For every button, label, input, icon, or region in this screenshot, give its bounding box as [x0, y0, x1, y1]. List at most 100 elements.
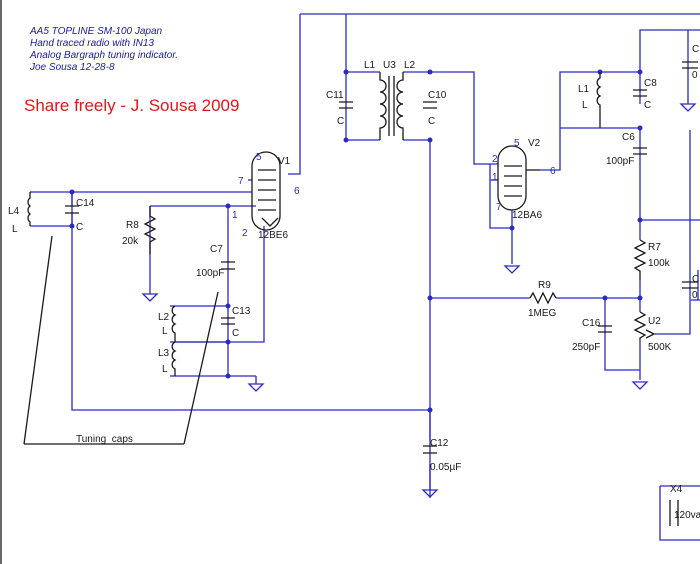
- pin-number: 1: [232, 210, 238, 221]
- pin-number: 6: [294, 186, 300, 197]
- pin-number: 5: [256, 152, 262, 163]
- pin-number: 2: [492, 154, 498, 165]
- pin-number: 5: [514, 138, 520, 149]
- value-label: L: [582, 100, 588, 111]
- junction-dot: [637, 69, 643, 75]
- value-label: 100k: [648, 258, 671, 269]
- capacitor-c16: [598, 325, 612, 333]
- pin-labels: 5 7 6 1 2 5 2 1 6 7: [232, 138, 556, 239]
- capacitor-c10: [423, 101, 437, 109]
- value-label: 100pF: [196, 268, 224, 279]
- edge-label: C: [692, 274, 699, 285]
- ref-label: C8: [644, 78, 657, 89]
- potentiometer-u2: [633, 311, 655, 340]
- ref-label: R8: [126, 220, 139, 231]
- ref-label: L2: [404, 60, 416, 71]
- transformer-x4: [669, 500, 679, 526]
- pin-number: 1: [492, 172, 498, 183]
- ref-label: C11: [326, 90, 344, 101]
- value-label: 12BE6: [258, 230, 288, 241]
- junction-dot: [637, 125, 643, 131]
- value-label: C: [644, 100, 651, 111]
- value-label: 20k: [122, 236, 139, 247]
- ref-label: C10: [428, 90, 447, 101]
- value-label: C: [76, 222, 83, 233]
- junction-dot: [427, 137, 433, 143]
- wires: [30, 13, 700, 541]
- junction-dot: [225, 373, 231, 379]
- ref-label: L4: [8, 206, 20, 217]
- ref-label: C14: [76, 198, 95, 209]
- edge-label: 0: [692, 290, 698, 301]
- ref-label: V1: [278, 156, 291, 167]
- junction-dot: [343, 69, 349, 75]
- value-label: 0.05µF: [430, 462, 461, 473]
- ground-icon: [421, 489, 439, 498]
- value-label: 120va: [674, 510, 700, 521]
- component-labels: L4 L C14 C R8 20k C7 100pF L2 L L3 L C13…: [8, 60, 700, 521]
- value-label: 500K: [648, 342, 672, 353]
- ref-label: C6: [622, 132, 635, 143]
- share-banner: Share freely - J. Sousa 2009: [24, 96, 240, 115]
- value-label: C: [428, 116, 435, 127]
- junction-dot: [427, 69, 433, 75]
- value-label: L: [12, 224, 18, 235]
- tube-v1: [251, 151, 281, 231]
- junction-dot: [343, 137, 349, 143]
- junction-dot: [225, 339, 231, 345]
- capacitor-c7: [221, 261, 235, 270]
- value-label: 1MEG: [528, 308, 557, 319]
- value-label: 250pF: [572, 342, 600, 353]
- edge-labels: C 0 C 0: [692, 44, 699, 301]
- junction-dot: [509, 225, 515, 231]
- inductor-l4: [27, 192, 32, 226]
- note-line: AA5 TOPLINE SM-100 Japan: [30, 26, 163, 37]
- note-line: Joe Sousa 12-28-8: [30, 62, 115, 73]
- ref-label: C7: [210, 244, 223, 255]
- inductor-l2: [171, 305, 177, 342]
- resistor-r7: [633, 239, 647, 280]
- resistor-r8: [143, 206, 157, 254]
- value-label: 12BA6: [512, 210, 542, 221]
- ref-label: C13: [232, 306, 251, 317]
- capacitor-c6: [633, 147, 647, 155]
- value-label: 100pF: [606, 156, 634, 167]
- ref-label: C12: [430, 438, 449, 449]
- capacitor-c14: [65, 192, 79, 226]
- value-label: C: [232, 328, 239, 339]
- junction-dot: [225, 203, 231, 209]
- ref-label: L1: [578, 84, 590, 95]
- net-label-tuning-caps: Tuning_caps: [76, 434, 133, 445]
- junction-dot: [637, 217, 643, 223]
- ref-label: U2: [648, 316, 661, 327]
- pin-number: 7: [238, 176, 244, 187]
- ground-icon: [679, 103, 697, 112]
- ref-label: L2: [158, 312, 170, 323]
- junction-dot: [602, 295, 608, 301]
- capacitor-right-edge: [682, 61, 698, 289]
- junction-dot: [427, 407, 433, 413]
- ref-label: C16: [582, 318, 601, 329]
- pin-number: 6: [550, 166, 556, 177]
- capacitor-c8: [633, 89, 647, 97]
- tube-v2: [497, 145, 540, 211]
- edge-label: 0: [692, 70, 698, 81]
- resistor-r9: [529, 291, 557, 305]
- value-label: C: [337, 116, 344, 127]
- edge-label: C: [692, 44, 699, 55]
- junction-dot: [225, 303, 231, 309]
- inductor-l1-right: [596, 72, 602, 128]
- ref-label: L3: [158, 348, 170, 359]
- ref-label: R9: [538, 280, 551, 291]
- junction-dot: [637, 295, 643, 301]
- tuning-caps-leads: [23, 235, 219, 445]
- inductor-l3: [171, 341, 177, 376]
- ground-icon: [247, 376, 265, 392]
- capacitor-c12: [423, 445, 437, 454]
- note-line: Analog Bargraph tuning indicator.: [30, 50, 179, 61]
- ref-label: X4: [670, 484, 683, 495]
- ground-icon: [141, 293, 159, 302]
- capacitor-c13: [221, 317, 235, 325]
